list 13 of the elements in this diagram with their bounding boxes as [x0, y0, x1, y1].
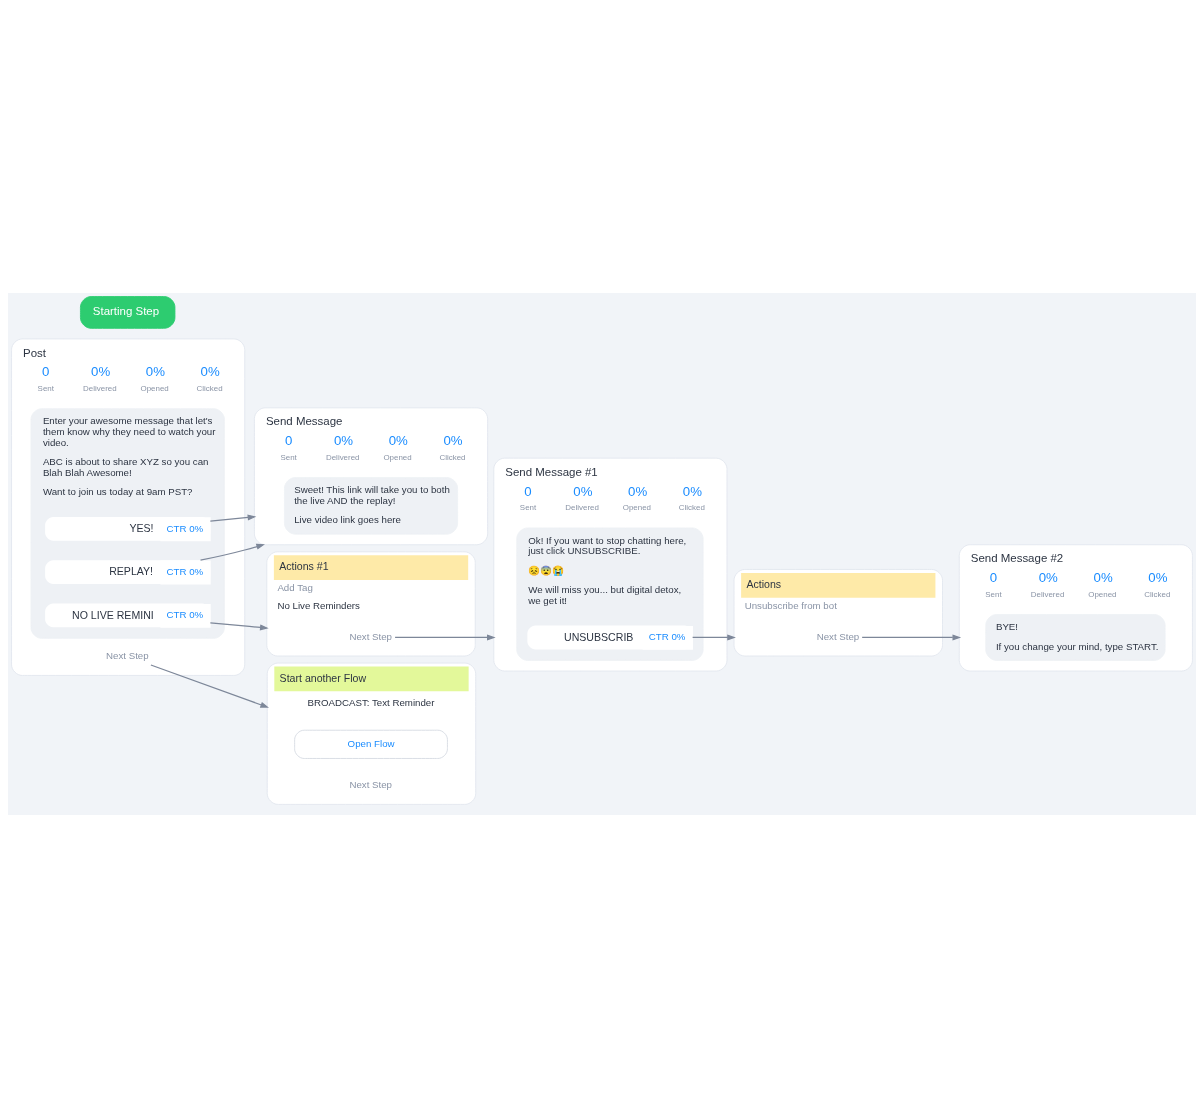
arrow [150, 664, 269, 708]
node-text: Next Step [106, 650, 149, 662]
arrow [692, 634, 736, 641]
arrow [199, 543, 265, 561]
arrow [209, 514, 257, 522]
node-text: Next Step [816, 630, 860, 642]
node-box: Starting Step [80, 296, 176, 329]
arrow [394, 634, 496, 641]
node-box: Open Flow [294, 729, 448, 759]
node-text: Next Step [349, 630, 392, 642]
arrow [209, 622, 269, 631]
node-text: Next Step [349, 779, 392, 791]
arrow [861, 634, 962, 641]
